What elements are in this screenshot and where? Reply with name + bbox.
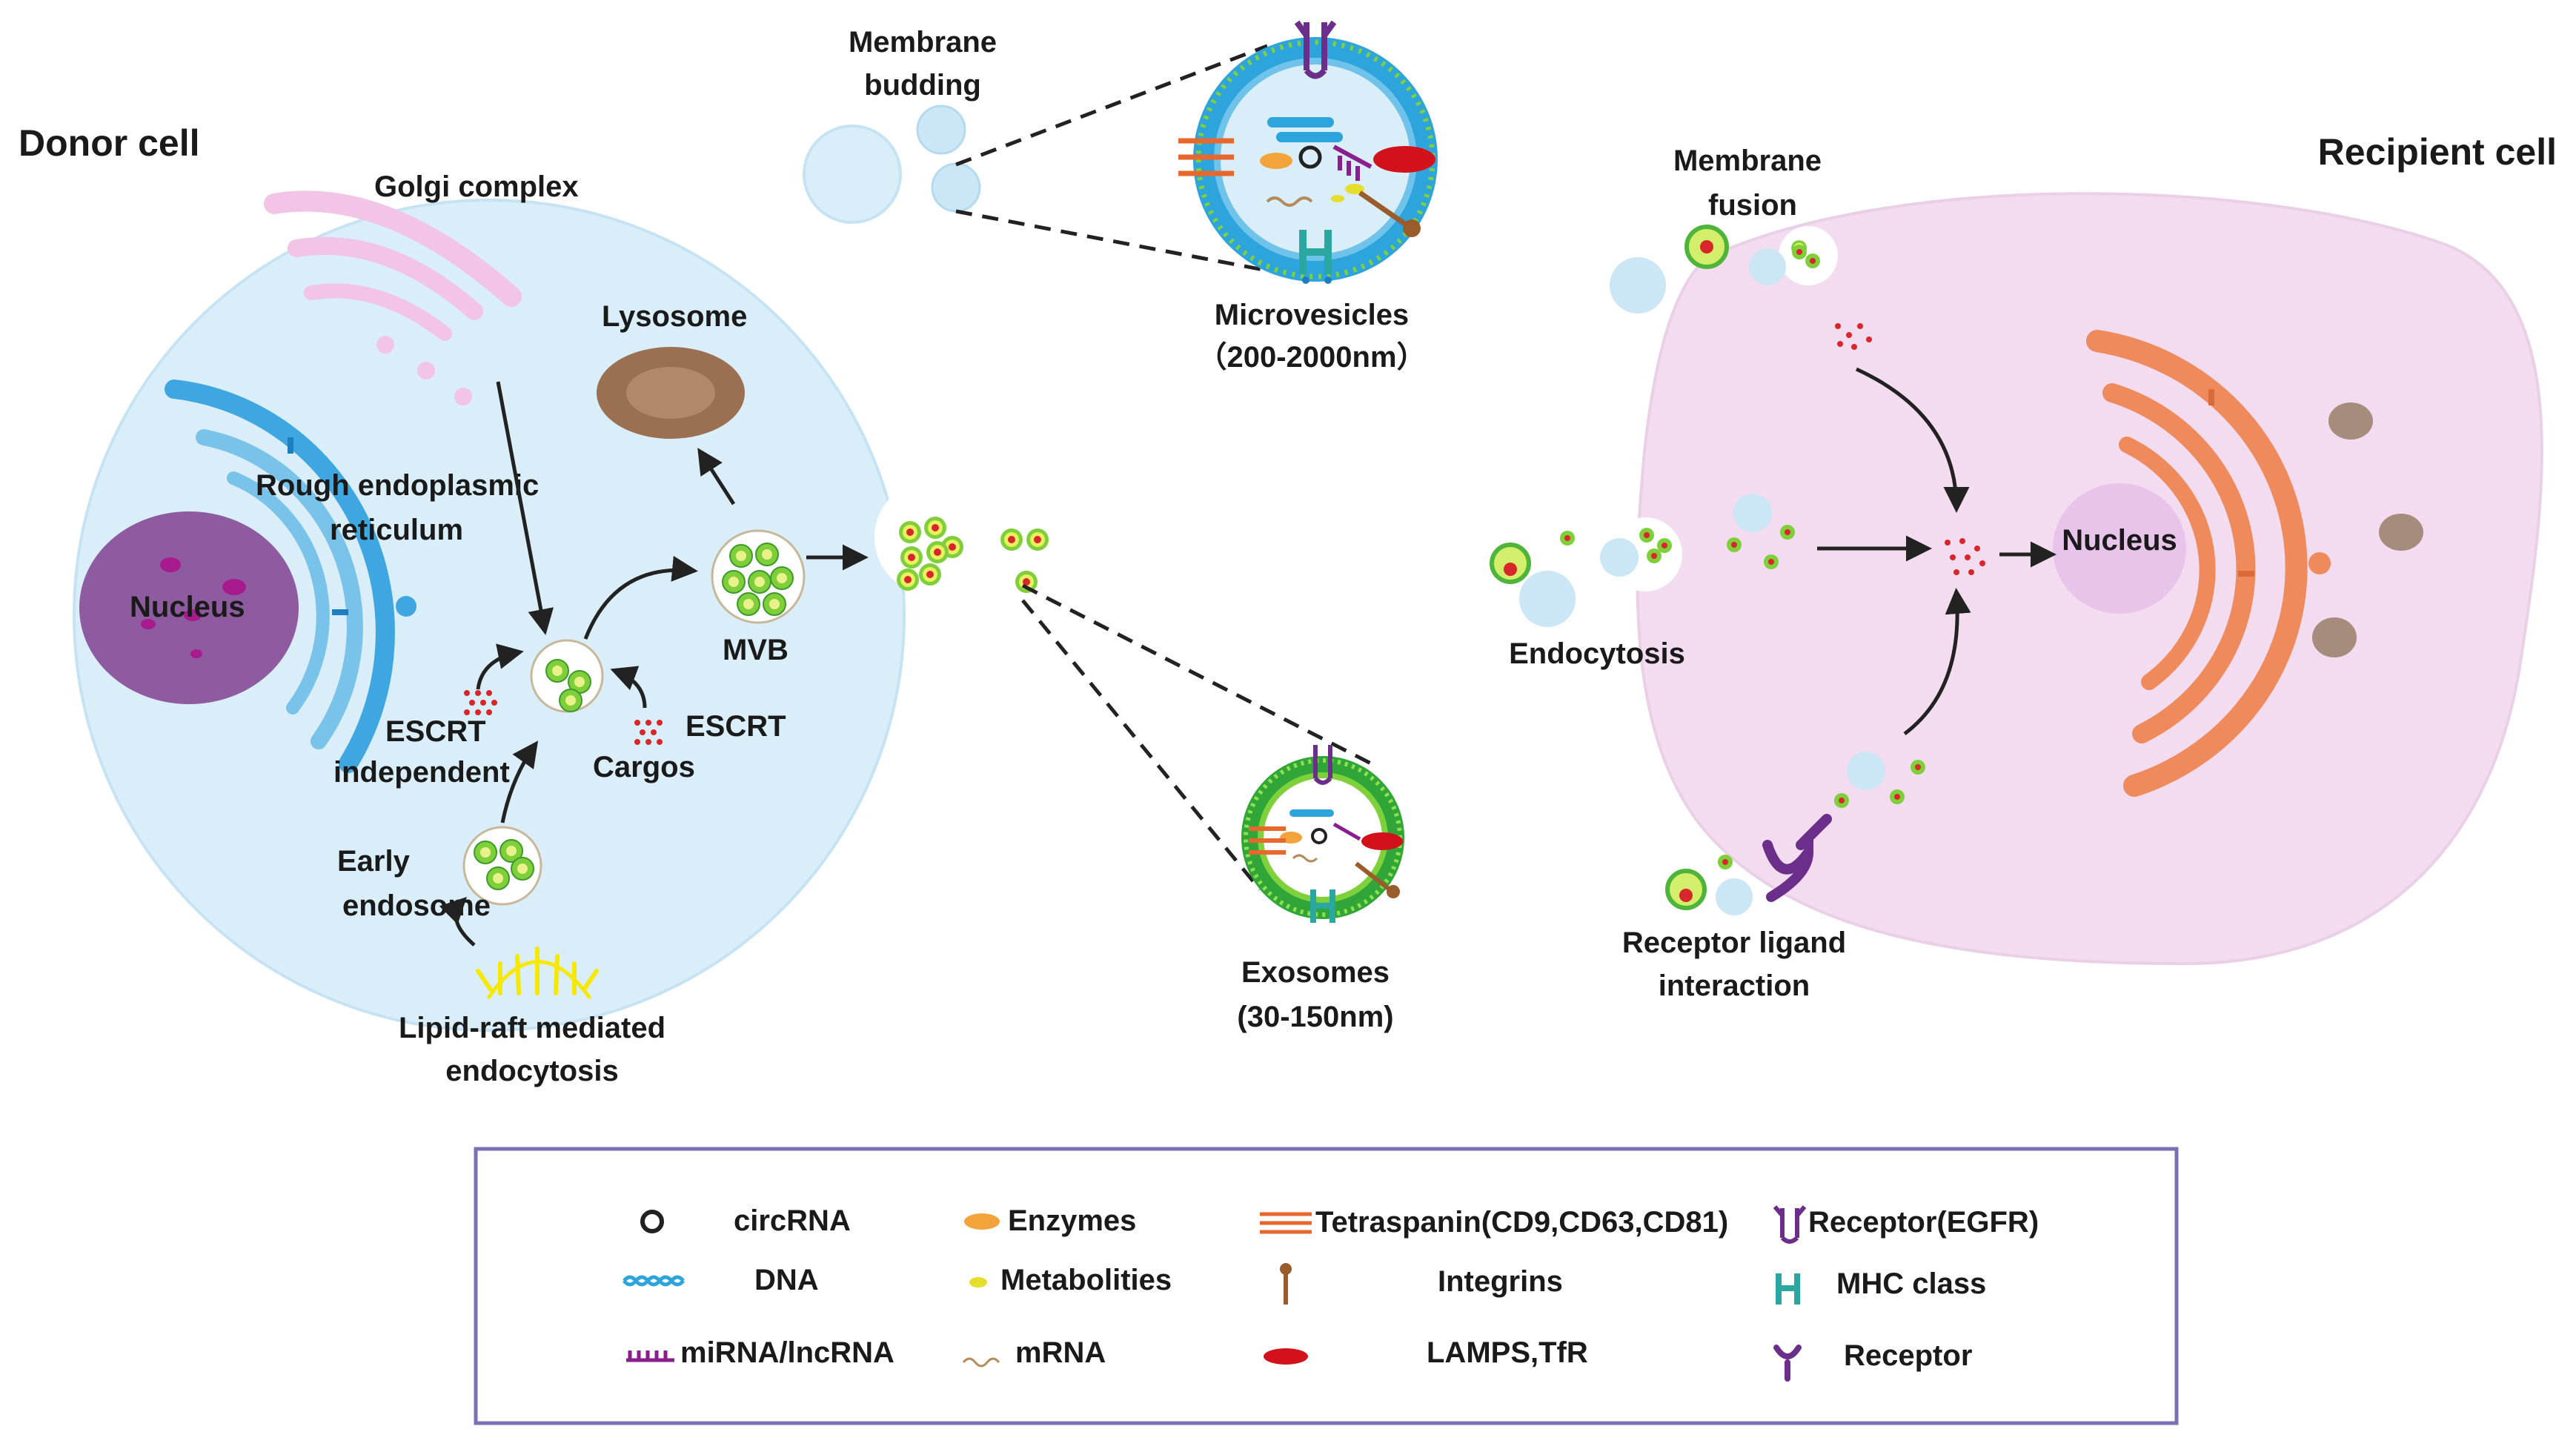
metabolite-icon [969,1277,987,1287]
integrin-icon [1280,1263,1292,1305]
mvb [711,529,806,624]
er-label-line1: Rough endoplasmic [256,469,539,502]
escrt-cargo-dots-right [634,720,663,745]
fusion-label-line2: fusion [1708,189,1797,222]
receptor-icon [1773,1345,1802,1382]
legend-label-lamps: LAMPS,TfR [1427,1336,1588,1369]
legend-label-mrna: mRNA [1015,1336,1106,1369]
recipient-cargo-center [1945,538,1985,575]
receptor-ligand-vesicles [1665,752,1925,915]
microvesicle-detail [1178,20,1438,284]
lysosome-label: Lysosome [602,300,747,333]
legend-label-egfr: Receptor(EGFR) [1808,1206,2039,1239]
cargos-label: Cargos [593,751,695,783]
legend-label-integrins: Integrins [1438,1265,1563,1298]
donor-nucleus-label: Nucleus [130,591,245,623]
endocytosis-label: Endocytosis [1509,637,1685,670]
escrt-cargo-dots-left [464,690,497,715]
recipient-cargo-top [1835,323,1872,350]
recipient-arrows [1817,367,2057,735]
legend-label-receptor: Receptor [1844,1339,1972,1372]
exosomes-size: (30-150nm) [1237,1001,1393,1033]
rli-label-line2: interaction [1659,970,1810,1002]
mrna-icon [962,1357,1000,1368]
mvb-label: MVB [723,634,789,666]
donor-nucleus [79,511,299,704]
dna-icon [623,1275,685,1287]
exosomes-label: Exosomes [1241,956,1390,989]
legend-label-circrna: circRNA [734,1204,851,1237]
legend-label-mirna: miRNA/lncRNA [680,1336,894,1369]
tetraspanin-icon [1260,1212,1312,1234]
legend-label-enzymes: Enzymes [1008,1204,1136,1237]
sorting-endosome [530,639,604,713]
egfr-icon [1773,1205,1807,1244]
lipid-raft-line1: Lipid-raft mediated [399,1012,665,1044]
golgi-label: Golgi complex [374,170,579,203]
recipient-organelles [2312,402,2423,657]
budding-label-line2: budding [864,69,981,102]
zoom-lines [955,44,1372,891]
lamp-icon [1264,1348,1308,1365]
legend-label-tetraspanin: Tetraspanin(CD9,CD63,CD81) [1315,1206,1728,1239]
donor-cell-title: Donor cell [19,122,199,164]
early-endosome [462,826,542,906]
recipient-cell-title: Recipient cell [2318,131,2557,173]
legend: circRNA DNA miRNA/lncRNA Enzymes Metabol… [623,1204,2039,1382]
lipid-raft-line2: endocytosis [445,1055,618,1087]
golgi-complex [264,190,522,405]
budding-label-line1: Membrane [849,26,997,59]
legend-label-mhc: MHC class [1836,1267,1986,1300]
escrt-independent-line2: independent [333,756,510,789]
mirna-icon [626,1350,674,1362]
early-endosome-line1: Early [337,845,411,878]
lipid-raft [476,947,599,999]
exosome-detail [1241,745,1404,923]
er-label-line2: reticulum [330,514,463,546]
early-endosome-line2: endosome [342,889,491,922]
escrt-label: ESCRT [686,710,786,743]
microvesicles-size: （200-2000nm） [1197,341,1426,374]
fusion-label-line1: Membrane [1673,145,1822,177]
donor-arrows [439,381,869,947]
recipient-nucleus [2053,483,2186,614]
escrt-independent-line1: ESCRT [385,715,486,748]
rli-label-line1: Receptor ligand [1622,927,1846,959]
legend-label-metabolities: Metabolities [1000,1264,1172,1296]
recipient-nucleus-label: Nucleus [2062,524,2177,557]
mhc-icon [1776,1273,1800,1305]
lysosome [597,347,745,439]
fusion-vesicles [1610,225,1820,314]
enzyme-icon [964,1213,1000,1230]
rough-er [165,380,416,773]
microvesicles-label: Microvesicles [1215,299,1409,331]
legend-label-dna: DNA [754,1264,819,1296]
legend-box [474,1147,2179,1425]
circrna-icon [640,1210,664,1233]
recipient-er [2086,330,2331,797]
endocytosis-vesicles [1490,494,1795,627]
